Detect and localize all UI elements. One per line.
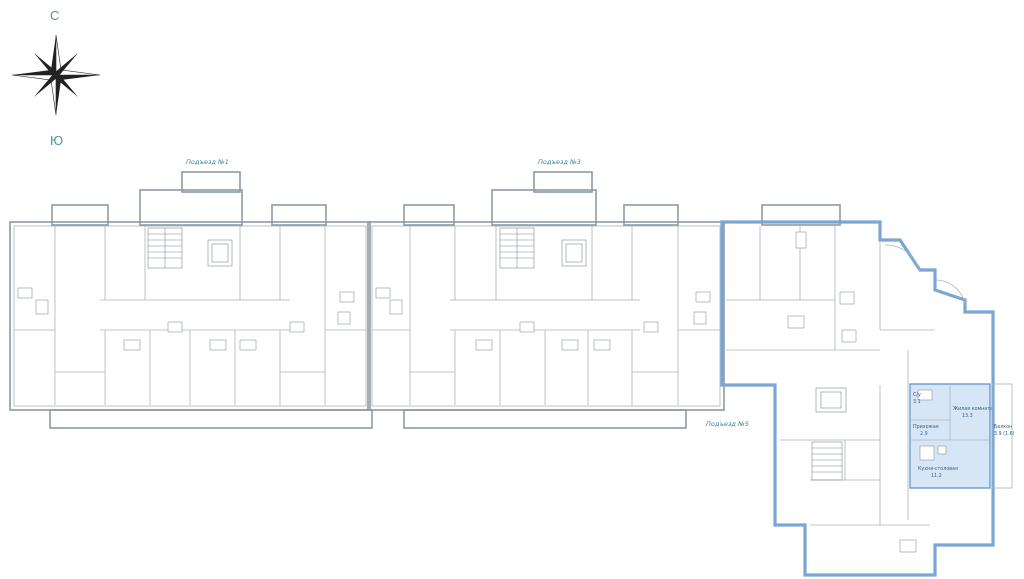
room-kitchen-name: Кухня-столовая [918,466,958,472]
section-3 [367,171,725,429]
room-balcony-name: Балкон [994,424,1012,430]
compass-star-icon [11,34,101,116]
room-balcony-area: 3.9 (1.6) [994,431,1015,437]
entrance-5-label: Подъезд №5 [706,420,749,428]
compass-rose: С Ю [11,8,101,148]
room-hall-name: Прихожая [913,424,939,430]
compass-south-label: Ю [50,133,63,148]
section-5: Жилая комната 13.3 Прихожая 2.9 Кухня-ст… [720,204,1015,577]
room-hall-area: 2.9 [920,431,928,437]
entrance-3-label: Подъезд №3 [538,158,581,166]
room-bath-name: С/у [913,392,921,398]
room-bath-area: 3.1 [913,399,921,405]
entrance-1-label: Подъезд №1 [186,158,229,166]
room-living-name: Жилая комната [953,406,993,412]
section-1 [9,171,373,429]
room-kitchen-area: 11.2 [931,473,942,479]
compass-north-label: С [50,8,59,23]
selected-apartment[interactable]: Жилая комната 13.3 Прихожая 2.9 Кухня-ст… [909,383,993,489]
room-living-area: 13.3 [962,413,973,419]
